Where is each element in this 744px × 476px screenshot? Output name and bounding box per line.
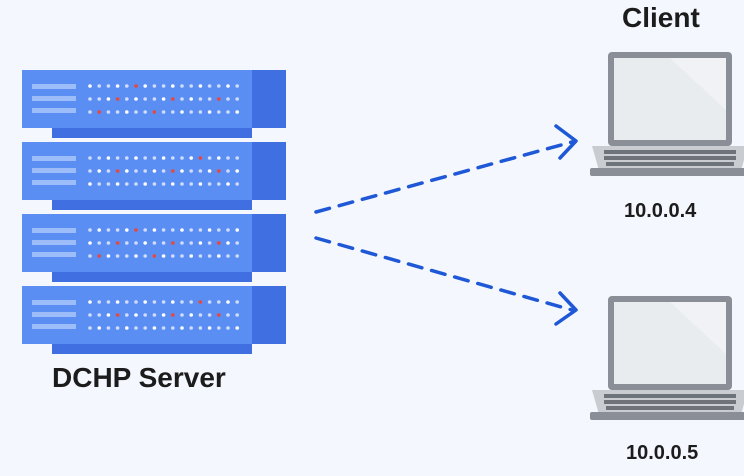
arrowhead-to-client-2 [554, 291, 578, 326]
keyboard-keys [604, 150, 736, 166]
server-unit [22, 214, 286, 282]
arrowhead-to-client-1 [554, 124, 578, 160]
client-ip-label: 10.0.0.4 [624, 200, 697, 222]
server-unit [22, 286, 286, 354]
client-ip-label: 10.0.0.5 [626, 442, 699, 464]
client-title: Client [622, 2, 700, 33]
laptop-icon [590, 296, 744, 420]
server-unit [22, 142, 286, 210]
server-stack [22, 70, 286, 354]
arrow-to-client-2 [314, 236, 574, 312]
keyboard-keys [604, 394, 736, 410]
server-unit [22, 70, 286, 138]
laptop-icon [590, 52, 744, 176]
server-label: DCHP Server [52, 362, 226, 393]
arrow-to-client-1 [314, 140, 574, 214]
